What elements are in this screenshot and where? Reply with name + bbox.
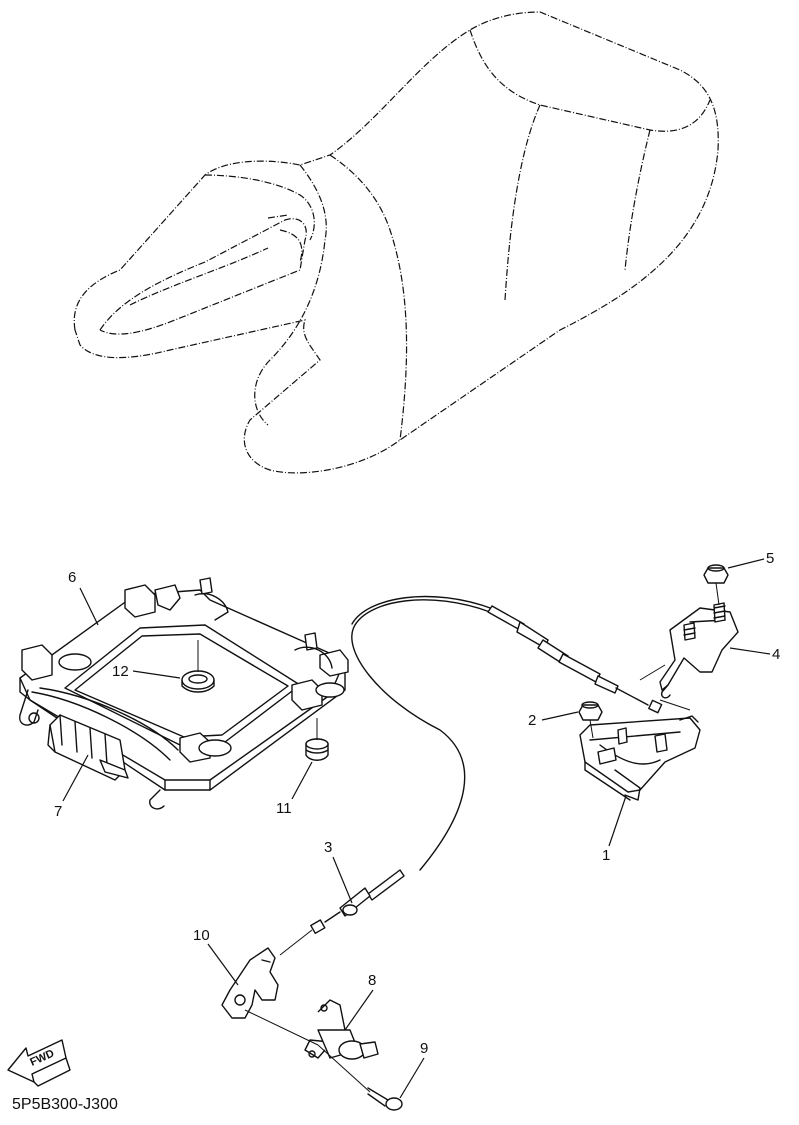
damper [305, 738, 329, 761]
svg-text:5: 5 [766, 550, 774, 567]
svg-text:9: 9 [420, 1040, 428, 1057]
callout-9: 9 [399, 1040, 428, 1099]
lock-assembly [579, 715, 701, 801]
callout-6: 6 [68, 569, 99, 626]
svg-text:2: 2 [528, 712, 536, 729]
callout-12: 12 [112, 663, 181, 680]
svg-text:6: 6 [68, 569, 76, 586]
callout-8: 8 [344, 972, 376, 1031]
seat-outline [73, 11, 719, 474]
svg-text:11: 11 [276, 800, 292, 817]
svg-text:3: 3 [324, 839, 332, 856]
hinge-bracket [47, 714, 129, 781]
diagram-code: 5P5B300-J300 [12, 1096, 118, 1113]
seat-frame [19, 577, 349, 810]
screw [367, 1087, 403, 1111]
svg-text:1: 1 [602, 847, 610, 864]
callout-3: 3 [324, 839, 353, 904]
callout-1: 1 [602, 795, 627, 864]
callout-10: 10 [193, 927, 239, 986]
svg-text:4: 4 [772, 646, 780, 663]
svg-text:7: 7 [54, 803, 62, 820]
grommet [181, 670, 215, 693]
nut-2 [578, 701, 603, 721]
assembly-lines [197, 582, 720, 1093]
svg-text:10: 10 [193, 927, 210, 944]
nut-5 [703, 564, 729, 584]
svg-text:8: 8 [368, 972, 376, 989]
bracket [659, 602, 739, 699]
fwd-arrow-icon: FWD [7, 1039, 71, 1087]
lock-cylinder [304, 999, 379, 1060]
callout-2: 2 [528, 711, 579, 729]
callout-11: 11 [276, 761, 313, 817]
callout-4: 4 [729, 646, 780, 663]
lever [221, 947, 279, 1019]
svg-text:12: 12 [112, 663, 129, 680]
cable [310, 595, 663, 935]
callout-7: 7 [54, 754, 89, 820]
callout-5: 5 [727, 550, 774, 569]
